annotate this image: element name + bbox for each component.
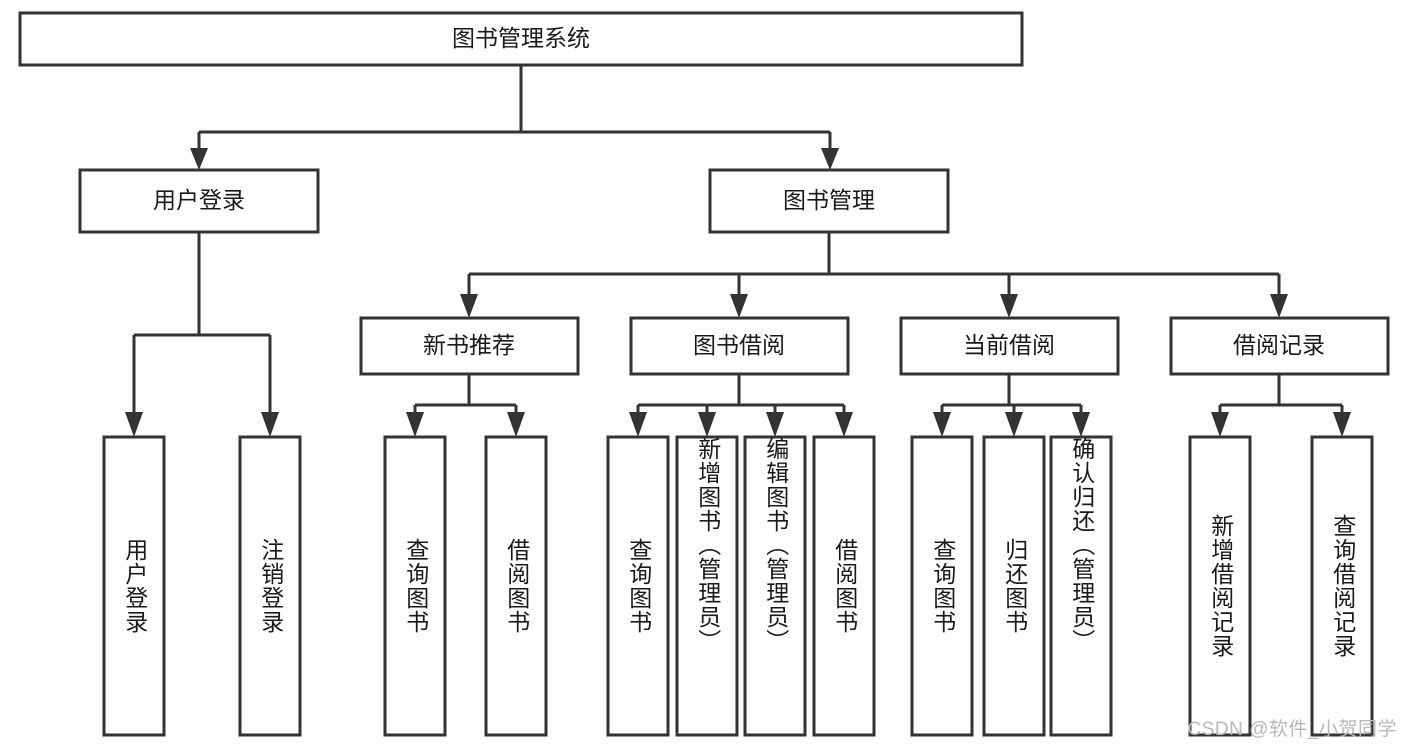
leaf-rect-query-books-borrow[interactable] bbox=[606, 435, 670, 737]
arrow-head-icon bbox=[1270, 294, 1288, 318]
arrow-head-icon bbox=[125, 412, 143, 437]
connector-root-to-level2 bbox=[190, 65, 839, 170]
leaf-rect-query-books-rec[interactable] bbox=[383, 435, 447, 737]
leaf-rects bbox=[102, 435, 1374, 737]
node-borrow-record[interactable]: 借阅记录 bbox=[1169, 316, 1390, 376]
arrow-head-icon bbox=[1211, 412, 1229, 437]
arrow-head-icon bbox=[460, 294, 478, 318]
node-new-book-recommend[interactable]: 新书推荐 bbox=[359, 316, 580, 376]
arrow-head-icon bbox=[190, 148, 208, 170]
node-borrow-record-label: 借阅记录 bbox=[1233, 332, 1325, 358]
leaf-rect-query-books-current[interactable] bbox=[910, 435, 974, 737]
leaf-rect-query-borrow-record[interactable] bbox=[1310, 435, 1374, 737]
leaf-rect-confirm-return-admin[interactable] bbox=[1049, 435, 1113, 737]
leaf-rect-logout-login[interactable] bbox=[238, 435, 302, 737]
node-root[interactable]: 图书管理系统 bbox=[18, 11, 1024, 67]
arrow-head-icon bbox=[730, 294, 748, 318]
arrow-head-icon bbox=[1072, 412, 1090, 437]
node-current-borrow[interactable]: 当前借阅 bbox=[899, 316, 1120, 376]
csdn-watermark: CSDN @软件_小贺同学 bbox=[1187, 719, 1397, 740]
arrow-head-icon bbox=[507, 412, 525, 437]
node-root-rect bbox=[18, 11, 1024, 67]
arrow-head-icon bbox=[835, 412, 853, 437]
connector-book-management-to-level3 bbox=[460, 232, 1288, 318]
arrow-head-icon bbox=[766, 412, 784, 437]
node-book-management-label: 图书管理 bbox=[783, 187, 875, 213]
node-new-book-recommend-rect bbox=[359, 316, 580, 376]
arrow-head-icon bbox=[629, 412, 647, 437]
node-user-login[interactable]: 用户登录 bbox=[78, 168, 320, 234]
connector-borrow-record-to-leaves bbox=[1211, 374, 1351, 437]
node-user-login-rect bbox=[78, 168, 320, 234]
leaf-rect-borrow-books-rec[interactable] bbox=[484, 435, 548, 737]
connector-current-borrow-to-leaves bbox=[933, 374, 1090, 437]
leaf-rect-add-borrow-record[interactable] bbox=[1188, 435, 1252, 737]
arrow-head-icon bbox=[1333, 412, 1351, 437]
arrow-head-icon bbox=[1005, 412, 1023, 437]
leaf-rect-borrow-book[interactable] bbox=[812, 435, 876, 737]
leaf-rect-return-book[interactable] bbox=[982, 435, 1046, 737]
node-book-borrow[interactable]: 图书借阅 bbox=[629, 316, 850, 376]
arrow-head-icon bbox=[261, 412, 279, 437]
arrow-head-icon bbox=[821, 148, 839, 170]
arrow-head-icon bbox=[698, 412, 716, 437]
arrow-head-icon bbox=[933, 412, 951, 437]
connector-book-borrow-to-leaves bbox=[629, 374, 853, 437]
leaf-rect-user-login[interactable] bbox=[102, 435, 166, 737]
arrow-head-icon bbox=[406, 412, 424, 437]
arrow-head-icon bbox=[1000, 294, 1018, 318]
connector-new-book-recommend-to-leaves bbox=[406, 374, 525, 437]
leaf-rect-edit-book-admin[interactable] bbox=[743, 435, 807, 737]
connector-user-login-to-leaves bbox=[125, 232, 279, 437]
node-book-borrow-label: 图书借阅 bbox=[693, 332, 785, 358]
leaf-rect-add-book-admin[interactable] bbox=[675, 435, 739, 737]
node-current-borrow-label: 当前借阅 bbox=[963, 332, 1055, 358]
node-user-login-label: 用户登录 bbox=[153, 187, 245, 213]
node-current-borrow-rect bbox=[899, 316, 1120, 376]
node-new-book-recommend-label: 新书推荐 bbox=[423, 332, 515, 358]
node-root-label: 图书管理系统 bbox=[452, 25, 590, 51]
node-book-management[interactable]: 图书管理 bbox=[708, 168, 950, 234]
